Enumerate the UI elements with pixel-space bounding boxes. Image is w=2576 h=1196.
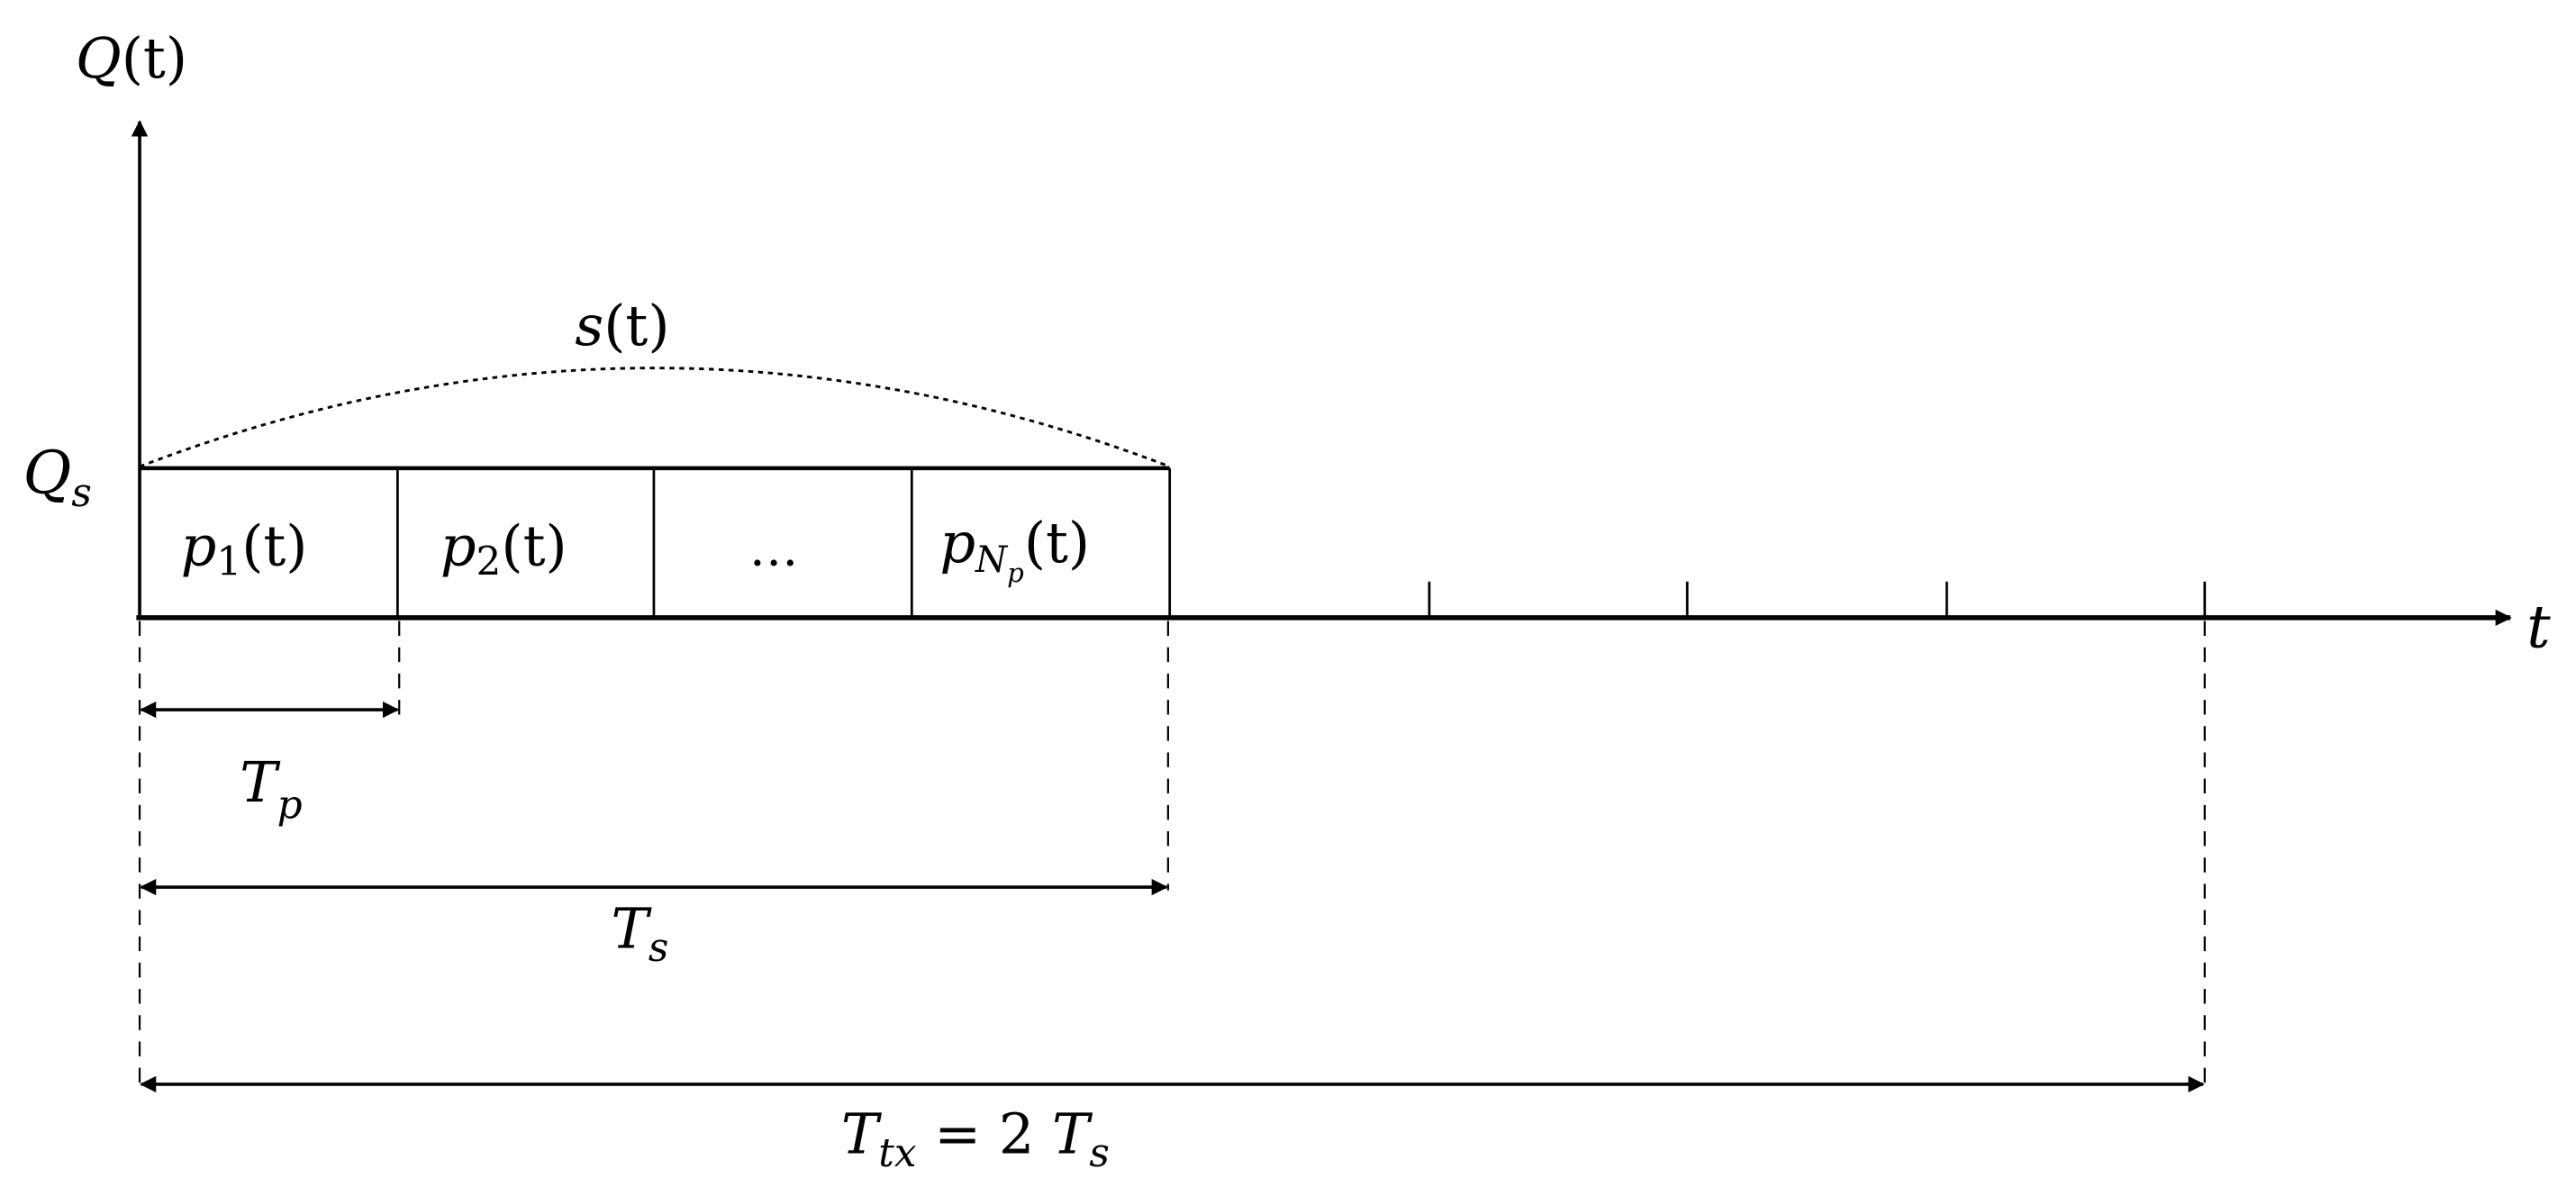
envelope-curve	[139, 367, 1171, 468]
dashed-guides	[138, 621, 2206, 1088]
tp-label: Tp	[240, 749, 302, 828]
time-ticks	[1428, 581, 2207, 618]
ttx-label: Ttx = 2 Ts	[841, 1101, 1110, 1177]
envelope-label: s(t)	[575, 293, 669, 358]
pulse-1-label: p1(t)	[181, 513, 308, 585]
pulse-n-label: pNp(t)	[939, 510, 1090, 588]
y-axis-label: Q(t)	[76, 25, 187, 91]
pulse-2-label: p2(t)	[440, 513, 567, 585]
level-label: Qs	[23, 439, 92, 516]
pulse-ellipsis: …	[749, 520, 799, 577]
x-axis-label: t	[2526, 593, 2551, 662]
pulse-boxes	[138, 466, 1172, 618]
ts-label: Ts	[612, 896, 669, 972]
